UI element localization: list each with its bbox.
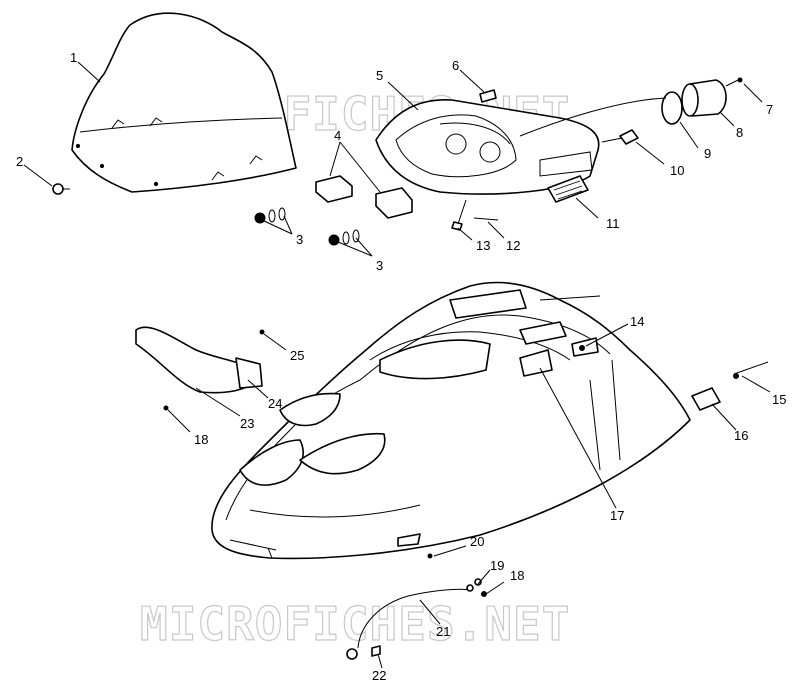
callout-24: 24 (268, 396, 282, 411)
cable-assembly (346, 553, 487, 660)
leader-lines (23, 61, 771, 669)
callout-18a: 18 (194, 432, 208, 447)
callout-4: 4 (334, 128, 341, 143)
windshield (71, 12, 297, 193)
callout-8: 8 (736, 125, 743, 140)
reflector-pad (547, 175, 589, 203)
wire-harness (519, 97, 667, 137)
callout-23: 23 (240, 416, 254, 431)
callout-1: 1 (70, 50, 77, 65)
callout-18b: 18 (510, 568, 524, 583)
callout-22: 22 (372, 668, 386, 683)
callout-10: 10 (670, 163, 684, 178)
callout-3a: 3 (296, 232, 303, 247)
callout-5: 5 (376, 68, 383, 83)
callout-19: 19 (490, 558, 504, 573)
callout-16: 16 (734, 428, 748, 443)
callout-11: 11 (606, 216, 620, 231)
mount-brackets (315, 175, 413, 219)
rivet-14 (579, 345, 585, 351)
callout-25: 25 (290, 348, 304, 363)
callout-7: 7 (766, 102, 773, 117)
hood (211, 281, 691, 560)
nuts-washers (254, 207, 360, 246)
callout-6: 6 (452, 58, 459, 73)
reflector-16 (691, 361, 769, 411)
gauge (681, 77, 743, 117)
callout-15: 15 (772, 392, 786, 407)
callout-12: 12 (506, 238, 520, 253)
decal-block (479, 89, 497, 103)
bulb-socket (601, 129, 639, 145)
callout-2: 2 (16, 154, 23, 169)
callout-20: 20 (470, 534, 484, 549)
callout-21: 21 (436, 624, 450, 639)
callout-9: 9 (704, 146, 711, 161)
callout-13: 13 (476, 238, 490, 253)
callout-14: 14 (630, 314, 644, 329)
watermark-bottom: MICROFICHES.NET (140, 597, 570, 651)
callout-3b: 3 (376, 258, 383, 273)
side-panel (135, 326, 265, 411)
callout-17: 17 (610, 508, 624, 523)
gauge-ring (661, 91, 683, 125)
console-housing (375, 99, 600, 195)
windshield-screw (52, 183, 70, 195)
callout-labels: 1 2 3 3 4 5 6 7 8 9 10 11 12 13 14 15 16… (16, 50, 786, 683)
